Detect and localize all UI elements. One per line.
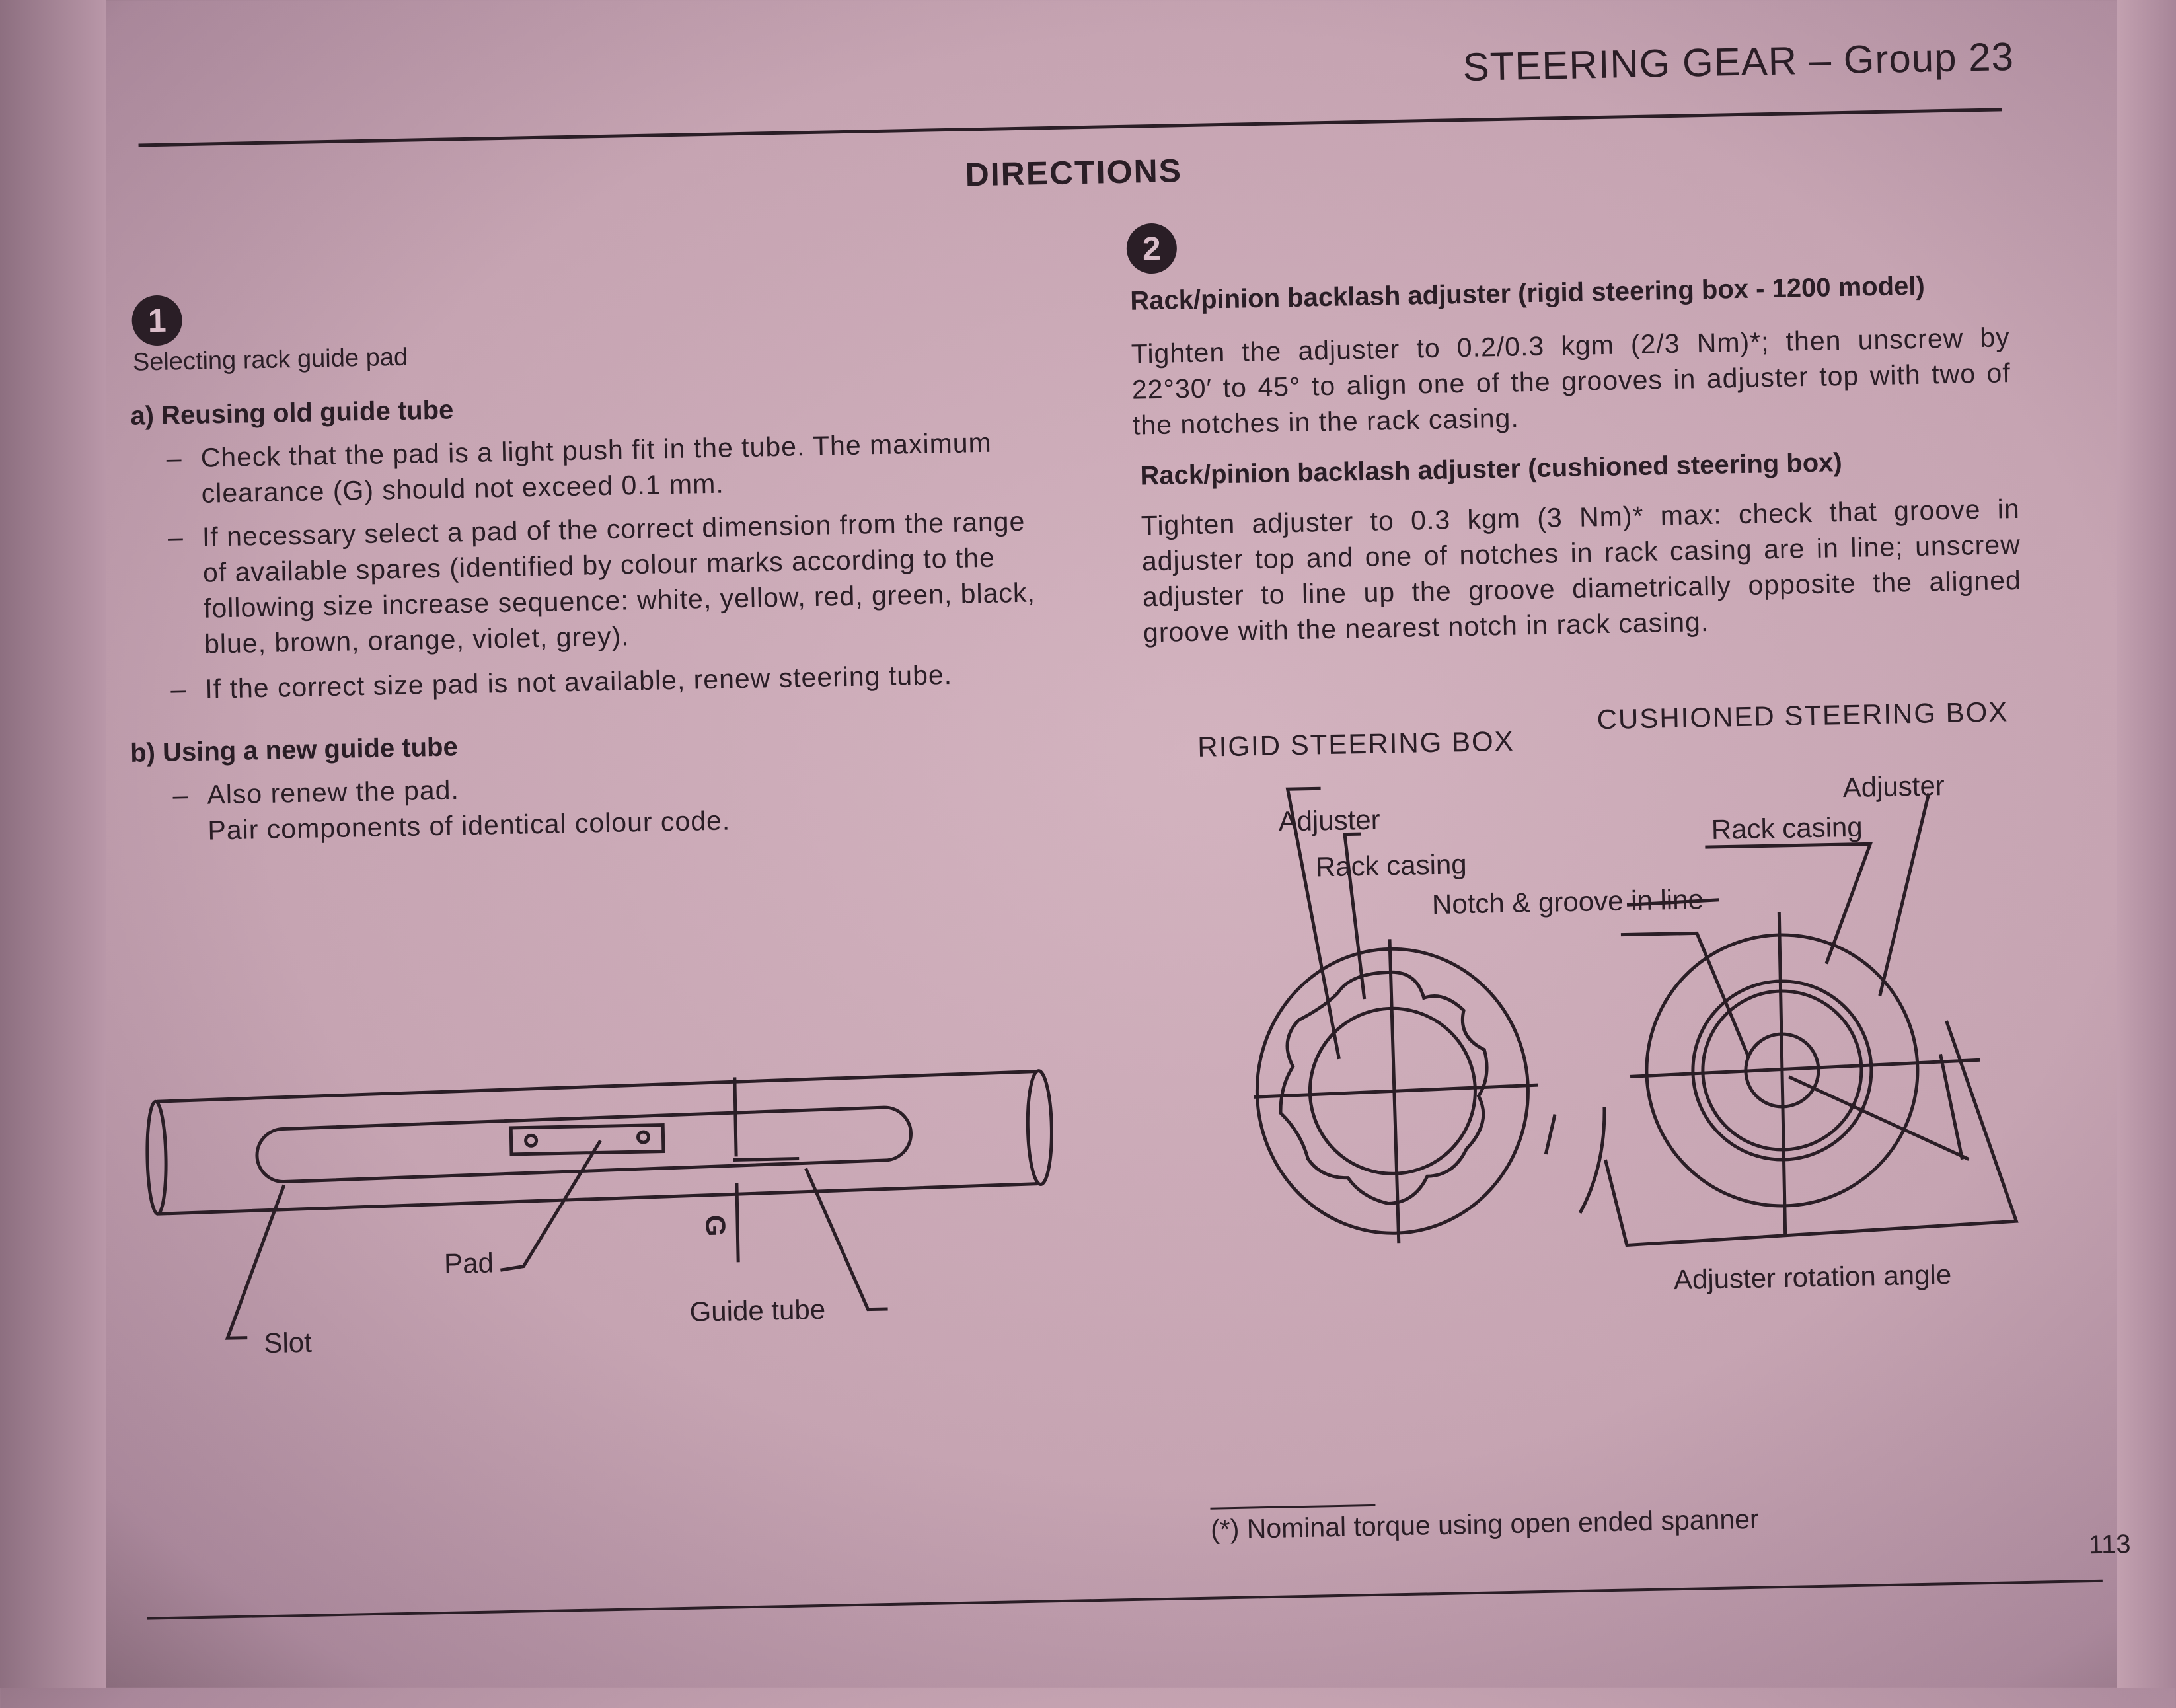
- rotation-arrows: [1544, 1107, 1606, 1214]
- guide-tube-diagram: [145, 1069, 1053, 1340]
- cushioned-steering-box-diagram: [1604, 793, 2019, 1247]
- page-number: 113: [2088, 1529, 2131, 1560]
- book-gutter-shadow: [0, 0, 106, 1688]
- rack-casing-wavy: [1279, 970, 1489, 1205]
- slot-outline: [255, 1105, 913, 1184]
- rigid-steering-box-diagram: [1254, 786, 1538, 1244]
- pad-shape: [509, 1123, 665, 1156]
- page-edge: [2117, 0, 2176, 1688]
